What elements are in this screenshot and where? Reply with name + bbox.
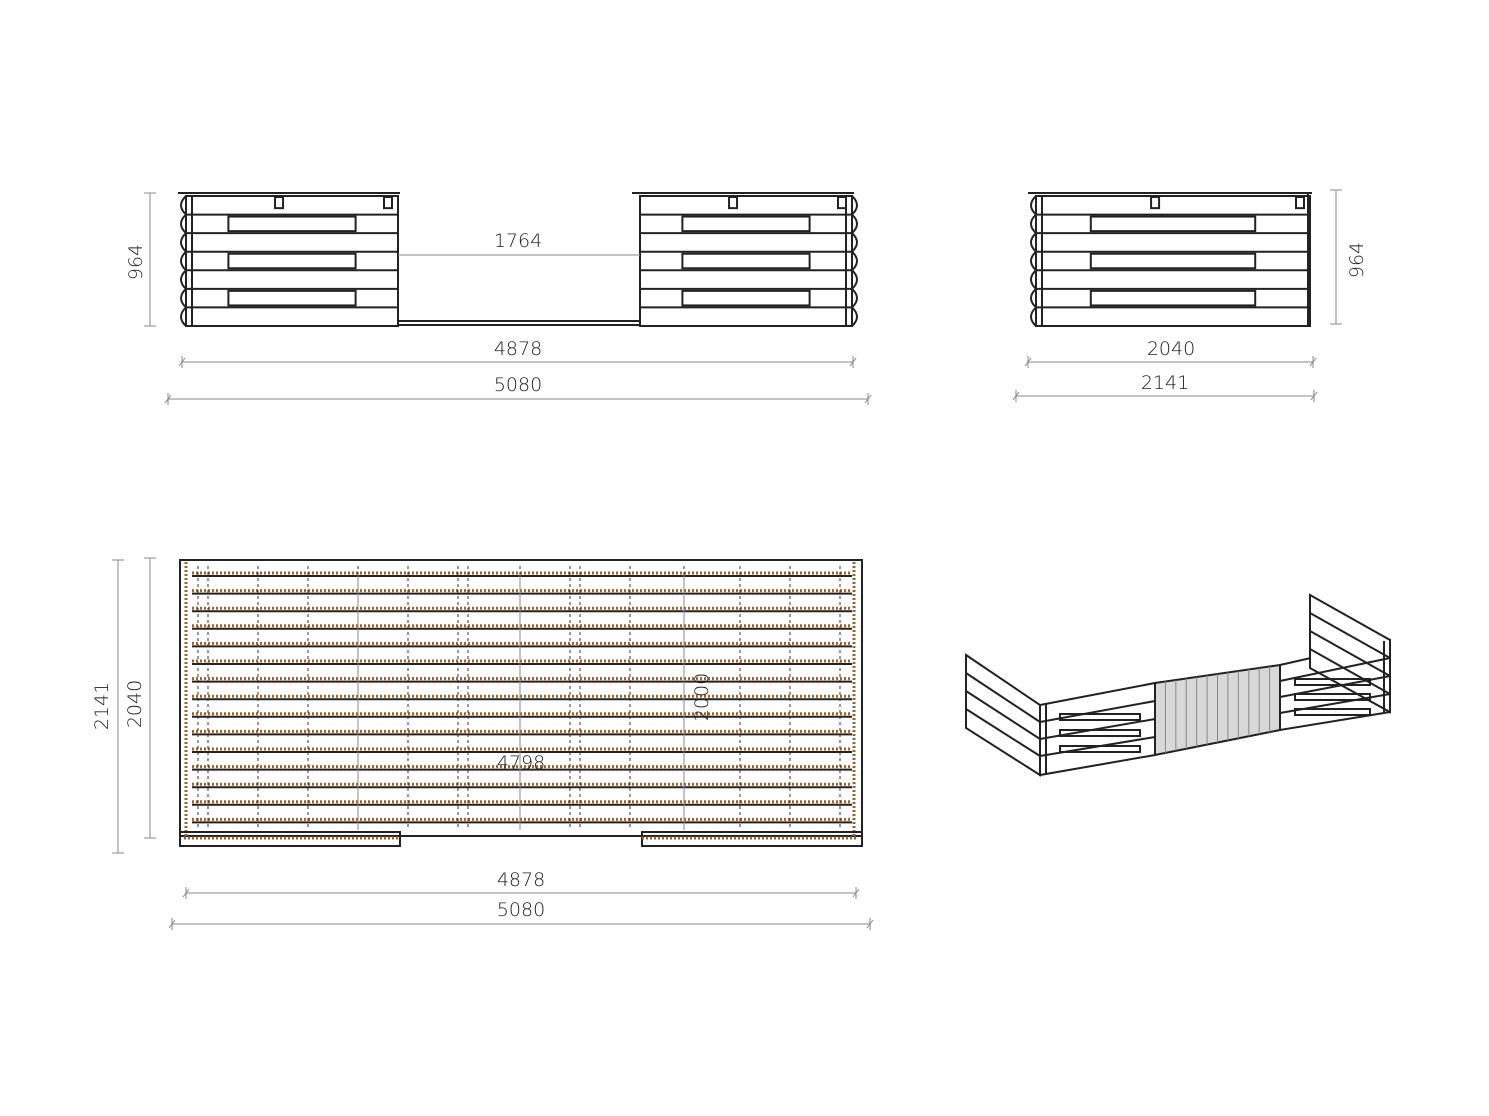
side-outer-depth-dimension: 2141	[1141, 372, 1189, 394]
wall-opening	[227, 289, 357, 307]
log-end	[180, 306, 187, 327]
plan-outer-depth-dimension: 2141	[91, 682, 113, 730]
wall-opening	[681, 289, 811, 307]
wall-opening	[1089, 289, 1257, 307]
front-elevation-view	[144, 192, 872, 405]
log-end	[851, 269, 858, 290]
front-inner-width-dimension: 4878	[494, 338, 542, 360]
iso-opening	[1294, 708, 1371, 716]
side-height-dimension: 964	[1346, 242, 1368, 278]
wall-base-left	[179, 831, 401, 847]
plan-floor-width-dimension: 4798	[497, 752, 545, 774]
plan-outline	[179, 559, 863, 837]
log-end	[1030, 250, 1037, 272]
log-end	[180, 195, 187, 216]
wall-opening	[227, 215, 357, 233]
wall-panel	[639, 195, 853, 327]
front-gap-dimension: 1764	[494, 230, 542, 252]
log-end	[180, 213, 187, 234]
log-end	[180, 232, 187, 253]
iso-board	[965, 672, 1041, 723]
iso-board	[965, 708, 1041, 757]
wall-panel	[1035, 195, 1311, 327]
log-end	[1030, 269, 1037, 290]
log-end	[1030, 232, 1037, 253]
iso-board	[1309, 612, 1391, 659]
side-inner-depth-dimension: 2040	[1147, 338, 1195, 360]
log-end	[1030, 306, 1037, 327]
log-end	[851, 306, 858, 327]
front-height-dimension: 964	[125, 244, 147, 280]
log-end	[851, 232, 858, 253]
plan-board-length-dimension: 2000	[691, 673, 713, 721]
log-end	[180, 288, 187, 309]
bracket	[383, 196, 393, 210]
wall-panel	[185, 195, 399, 327]
wall-opening	[227, 252, 357, 270]
bracket	[1295, 196, 1305, 210]
side-elevation-view	[1012, 189, 1342, 402]
wall-opening	[681, 215, 811, 233]
plan-view	[112, 557, 874, 930]
wall-opening	[1089, 215, 1257, 233]
iso-board	[1309, 630, 1391, 677]
log-end	[1030, 288, 1037, 309]
bracket	[728, 196, 739, 210]
iso-opening	[1059, 729, 1141, 737]
iso-opening	[1059, 713, 1141, 721]
log-end	[1030, 213, 1037, 234]
log-end	[180, 250, 187, 272]
plan-inner-width-dimension: 4878	[497, 869, 545, 891]
iso-opening	[1059, 745, 1141, 753]
plan-inner-depth-dimension: 2040	[124, 680, 146, 728]
wall-opening	[681, 252, 811, 270]
log-end	[851, 288, 858, 309]
log-end	[180, 269, 187, 290]
isometric-view	[965, 593, 1391, 777]
log-end	[1030, 195, 1037, 216]
log-end	[851, 213, 858, 234]
bracket	[274, 196, 285, 210]
plan-outer-width-dimension: 5080	[497, 899, 545, 921]
bracket	[1150, 196, 1161, 210]
iso-board	[1309, 648, 1391, 695]
bracket	[837, 196, 847, 210]
log-end	[851, 250, 858, 272]
front-outer-width-dimension: 5080	[494, 374, 542, 396]
iso-board	[1279, 657, 1391, 682]
log-end	[851, 195, 858, 216]
iso-board	[965, 690, 1041, 740]
wall-opening	[1089, 252, 1257, 270]
